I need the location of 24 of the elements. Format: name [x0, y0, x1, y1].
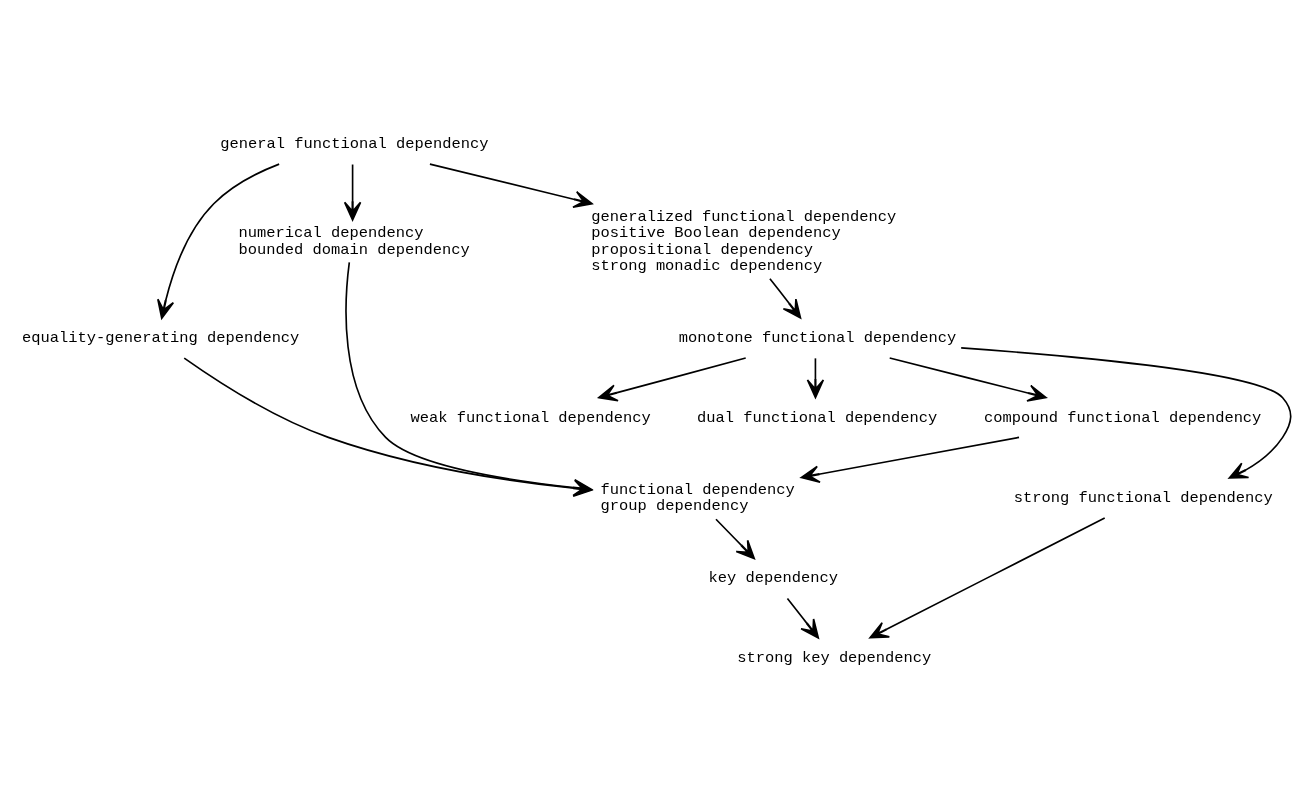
node-text: weak functional dependency [410, 408, 651, 427]
arrow [869, 517, 1106, 639]
arrow [157, 163, 280, 320]
arrow [429, 163, 593, 209]
arrow [598, 357, 747, 402]
node-text: functional dependency group dependency [600, 480, 795, 516]
node-text: dual functional dependency [696, 408, 938, 427]
node-text: key dependency [708, 569, 838, 588]
arrow [800, 436, 1020, 483]
arrow [888, 357, 1047, 402]
node-text: compound functional dependency [984, 408, 1262, 427]
node-text: numerical dependency bounded domain dependency [238, 224, 470, 259]
arrow [343, 163, 362, 221]
arrow [806, 357, 825, 399]
arrow [786, 597, 820, 639]
arrow [769, 277, 802, 319]
node-text: strong functional dependency [1013, 489, 1273, 508]
node-text: general functional dependency [220, 135, 489, 154]
node-text: equality-generating dependency [22, 329, 300, 348]
node-text: strong key dependency [737, 648, 932, 667]
node-text: generalized functional dependency positive Boolean dependency propositional dependency strong monadic dependency [591, 207, 897, 276]
arrow [960, 347, 1292, 479]
node-text: monotone functional dependency [678, 329, 957, 348]
arrow [715, 518, 756, 560]
